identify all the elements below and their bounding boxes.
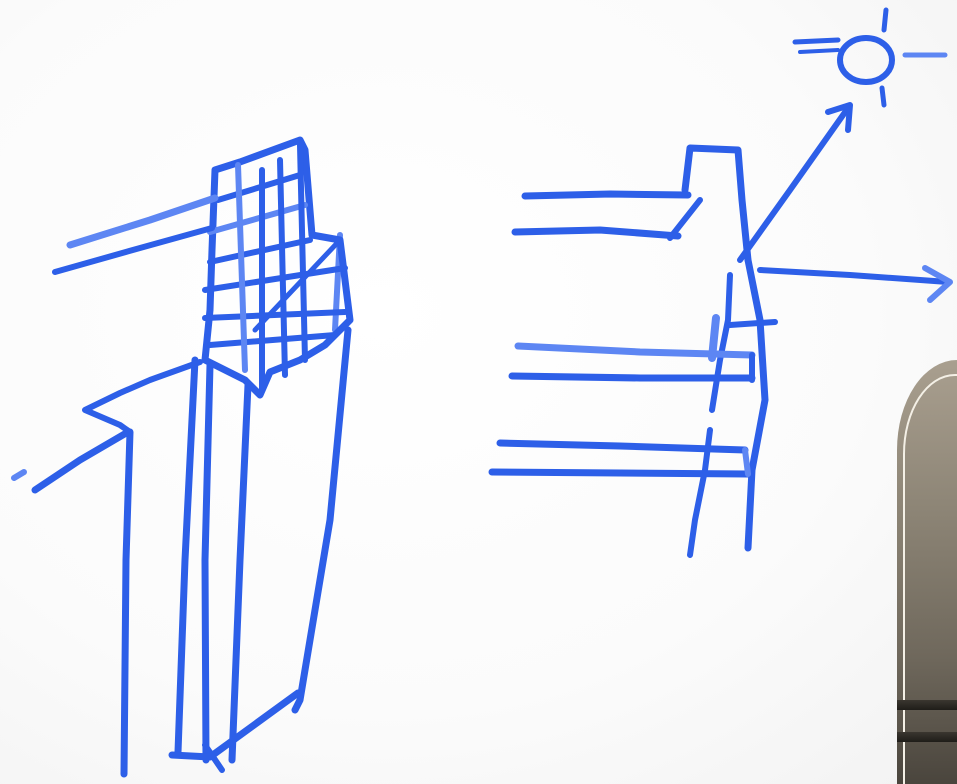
sun-ray-left [792, 37, 841, 45]
section-brace [667, 197, 703, 241]
photo-corner [897, 360, 957, 784]
facade-hline-6 [207, 332, 338, 348]
facade-diagonal [252, 237, 343, 333]
sun-ray-left-2 [798, 48, 840, 54]
step-return-diagonal [31, 428, 132, 494]
column-edge-mid [201, 361, 214, 764]
column-base-tick [202, 742, 225, 773]
facade-hline-4 [202, 265, 348, 293]
slab-3-end [742, 447, 751, 477]
slab-2-top [514, 342, 756, 359]
horizontal-arrow-line [757, 267, 951, 285]
stray-mark [11, 469, 27, 481]
slab-2-bottom [508, 372, 756, 382]
photo-shelf-lower [897, 732, 957, 742]
section-inner-wall [709, 272, 733, 413]
section-roof [681, 144, 752, 264]
left-column-sketch [11, 136, 354, 778]
horizontal-arrow-head [922, 265, 953, 303]
slab-3-top [496, 439, 749, 454]
sun-circle [837, 35, 895, 85]
photo-frame-edge [903, 374, 957, 784]
section-right-wall [744, 256, 769, 552]
section-ledge [727, 319, 778, 328]
column-edge-far-left [174, 356, 199, 756]
sun-ray-top [881, 7, 889, 33]
facade-hline-2 [207, 202, 308, 235]
column-edge-inner [228, 381, 252, 764]
step-wall [82, 359, 203, 435]
slab-1-top [521, 190, 692, 200]
sun-arrow-line [737, 105, 851, 263]
facade-vline-1 [235, 162, 248, 373]
slab-3-bottom [488, 468, 752, 478]
step-return-vertical [120, 428, 134, 778]
roof-ledge-upper [66, 194, 219, 249]
right-section-sketch [488, 7, 953, 558]
photo-shelf [897, 700, 957, 710]
slab-1-bottom [511, 226, 682, 240]
sun-arrow-head [825, 102, 853, 133]
facade-hline-5 [202, 309, 348, 321]
roof-ledge-lower [52, 225, 215, 275]
sun-ray-bottom [879, 85, 887, 108]
facade-vline-4 [297, 142, 308, 363]
column-edge-right [291, 326, 352, 714]
facade-vline-3 [277, 157, 288, 378]
